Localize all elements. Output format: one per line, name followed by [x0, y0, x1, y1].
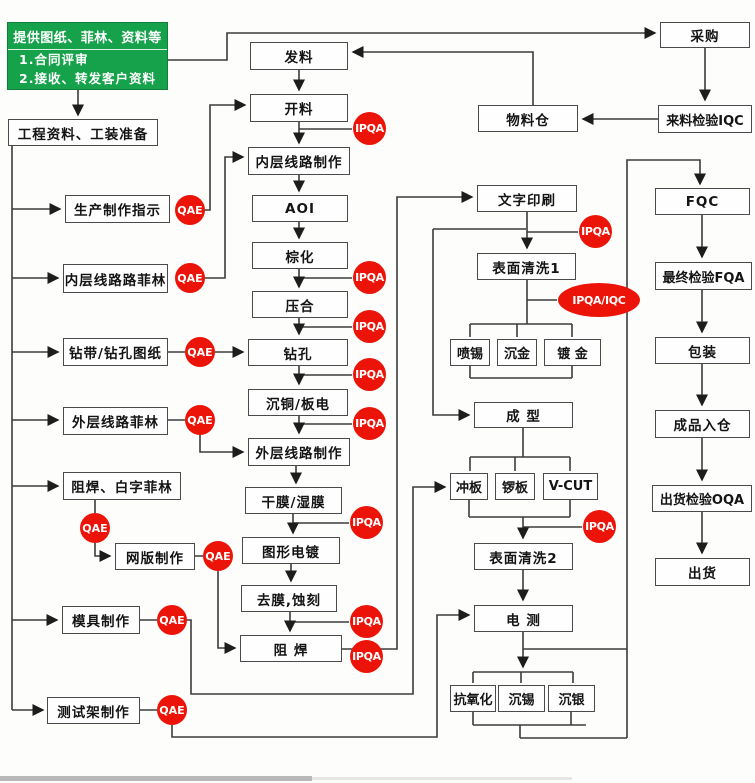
scan-edge-artifact-light [312, 777, 572, 780]
node-punch: 冲板 [450, 473, 488, 500]
scan-edge-artifact [0, 776, 312, 781]
node-solder-mask: 阻 焊 [240, 635, 342, 662]
customer-input-item-2: 2.接收、转发客户资料 [19, 71, 156, 86]
ipqa-badge: IPQA [350, 506, 383, 539]
customer-input-box: 提供图纸、菲林、资料等 1.合同评审 2.接收、转发客户资料 [7, 22, 168, 90]
node-electrical-test: 电 测 [474, 605, 573, 632]
ipqa-badge: IPQA [353, 407, 386, 440]
node-production-instruction: 生产制作指示 [65, 195, 170, 223]
node-anti-oxidation: 抗氧化 [450, 685, 496, 712]
node-material-store: 物料仓 [478, 105, 578, 132]
node-hasl: 喷锡 [450, 339, 490, 366]
node-engineering-prep: 工程资料、工装准备 [8, 119, 158, 146]
node-forming: 成 型 [474, 402, 573, 428]
ipqa-badge: IPQA [579, 215, 612, 248]
customer-input-item-1: 1.合同评审 [19, 52, 89, 67]
node-oqa: 出货检验OQA [652, 485, 752, 512]
node-soldermask-legend-film: 阻焊、白字菲林 [63, 472, 181, 500]
node-brown-oxide: 棕化 [252, 242, 348, 269]
node-fg-warehouse: 成品入仓 [655, 410, 750, 438]
node-screen-making: 网版制作 [115, 543, 195, 570]
ipqa-badge: IPQA [353, 310, 386, 343]
node-gold-plating: 镀 金 [544, 339, 601, 366]
qae-badge: QAE [157, 695, 187, 725]
node-immersion-silver: 沉银 [548, 685, 595, 712]
node-test-fixture-making: 测试架制作 [47, 697, 140, 724]
node-immersion-gold: 沉金 [497, 339, 537, 366]
node-outer-layer-film: 外层线路菲林 [63, 407, 168, 435]
ipqa-iqc-badge: IPQA/IQC [558, 283, 640, 317]
node-vcut: V-CUT [543, 473, 598, 500]
qae-badge: QAE [203, 541, 233, 571]
node-dry-wet-film: 干膜/湿膜 [245, 487, 342, 514]
node-purchase: 采购 [660, 22, 750, 48]
node-lamination: 压合 [252, 291, 348, 318]
node-iqc: 来料检验IQC [658, 105, 752, 133]
node-outer-layer-make: 外层线路制作 [248, 438, 350, 466]
node-issue-material: 发料 [250, 42, 348, 70]
node-inner-layer-make: 内层线路制作 [248, 147, 350, 175]
ipqa-badge: IPQA [353, 261, 386, 294]
node-pth-plating: 沉铜/板电 [248, 389, 348, 416]
qae-badge: QAE [175, 195, 205, 225]
node-inner-layer-film: 内层线路路菲林 [63, 264, 168, 293]
qae-badge: QAE [185, 405, 215, 435]
customer-input-title: 提供图纸、菲林、资料等 [8, 23, 167, 50]
node-fqa: 最终检验FQA [655, 262, 752, 290]
ipqa-badge: IPQA [350, 605, 383, 638]
node-rout: 锣板 [495, 473, 535, 500]
node-strip-etch: 去膜,蚀刻 [241, 585, 337, 612]
node-shipping: 出货 [655, 558, 750, 586]
node-aoi: AOI [252, 195, 348, 222]
qae-badge: QAE [175, 263, 205, 293]
ipqa-badge: IPQA [350, 640, 383, 673]
node-surface-clean-1: 表面清洗1 [477, 253, 576, 280]
ipqa-badge: IPQA [583, 510, 616, 543]
node-legend-print: 文字印刷 [477, 185, 577, 212]
ipqa-badge: IPQA [353, 358, 386, 391]
node-immersion-tin: 沉锡 [498, 685, 545, 712]
node-surface-clean-2: 表面清洗2 [474, 543, 573, 570]
node-drill-tape-drawing: 钻带/钻孔图纸 [63, 338, 168, 366]
qae-badge: QAE [185, 337, 215, 367]
node-pattern-plating: 图形电镀 [242, 537, 340, 564]
qae-badge: QAE [80, 513, 110, 543]
node-fqc: FQC [655, 188, 750, 215]
node-cutting: 开料 [250, 94, 348, 122]
ipqa-badge: IPQA [353, 112, 386, 145]
node-packing: 包装 [655, 337, 750, 364]
qae-badge: QAE [157, 605, 187, 635]
node-mold-making: 模具制作 [62, 606, 140, 634]
node-drilling: 钻孔 [248, 339, 348, 366]
